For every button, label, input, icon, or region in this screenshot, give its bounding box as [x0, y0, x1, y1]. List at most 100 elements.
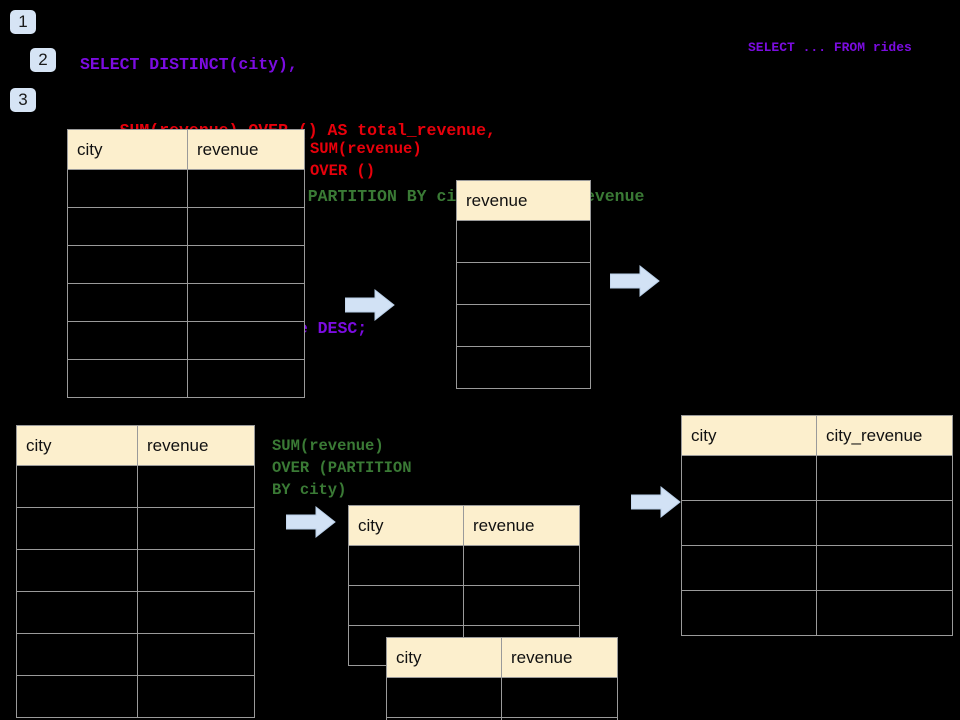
- table-row: [456, 304, 591, 347]
- arrow-right-icon-top-1: [345, 288, 395, 322]
- table-row: [67, 283, 305, 322]
- table-cell: [187, 283, 305, 322]
- table-row: [67, 245, 305, 284]
- table-header-row: city revenue: [386, 637, 618, 678]
- table-cell: [67, 245, 188, 284]
- table-cell: [681, 590, 817, 636]
- table-cell: [67, 169, 188, 208]
- table-header-row: city revenue: [348, 505, 580, 546]
- column-header-city: city: [16, 425, 138, 466]
- table-cell: [16, 633, 138, 676]
- table-row: [16, 591, 255, 634]
- column-header-revenue: revenue: [456, 180, 591, 221]
- table-cell: [386, 677, 502, 718]
- table-cell: [456, 346, 591, 389]
- table-cell: [187, 359, 305, 398]
- table-cell: [137, 549, 255, 592]
- table-header-row: city revenue: [16, 425, 255, 466]
- table-cell: [456, 262, 591, 305]
- arrow-right-icon-bottom-2: [631, 485, 681, 519]
- table-row: [16, 633, 255, 676]
- column-header-city: city: [67, 129, 188, 170]
- table-cell: [348, 545, 464, 586]
- table-cell: [816, 590, 953, 636]
- table-row: [456, 346, 591, 389]
- table-row: [681, 500, 953, 546]
- table-cell: [137, 675, 255, 718]
- table-header-row: city revenue: [67, 129, 305, 170]
- table-cell: [463, 585, 580, 626]
- table-rides-bottom: city revenue: [16, 425, 255, 718]
- arrow-right-icon-bottom-1: [286, 505, 336, 539]
- table-row: [16, 507, 255, 550]
- table-cell: [816, 455, 953, 501]
- step-badge-2: 2: [30, 48, 56, 72]
- table-cell: [816, 500, 953, 546]
- table-cell: [67, 207, 188, 246]
- table-cell: [137, 591, 255, 634]
- table-cell: [67, 359, 188, 398]
- table-cell: [187, 245, 305, 284]
- table-row: [16, 465, 255, 508]
- table-cell: [456, 304, 591, 347]
- table-cell: [187, 169, 305, 208]
- step-badge-3: 3: [10, 88, 36, 112]
- table-cell: [16, 675, 138, 718]
- table-cell: [463, 545, 580, 586]
- table-cell: [137, 465, 255, 508]
- table-cell: [16, 591, 138, 634]
- column-header-revenue: revenue: [187, 129, 305, 170]
- column-header-revenue: revenue: [463, 505, 580, 546]
- table-row: [681, 455, 953, 501]
- table-rides-top: city revenue: [67, 129, 305, 398]
- table-partition-b: city revenue: [386, 637, 618, 720]
- table-cell: [137, 633, 255, 676]
- table-cell: [681, 455, 817, 501]
- table-row: [348, 545, 580, 586]
- table-cell: [16, 465, 138, 508]
- side-note-select-from-rides: SELECT ... FROM rides: [748, 40, 912, 55]
- table-cell: [681, 500, 817, 546]
- table-row: [456, 220, 591, 263]
- table-row: [456, 262, 591, 305]
- table-cell: [187, 207, 305, 246]
- table-row: [386, 677, 618, 718]
- table-row: [16, 549, 255, 592]
- table-row: [67, 169, 305, 208]
- table-row: [681, 590, 953, 636]
- table-header-row: city city_revenue: [681, 415, 953, 456]
- table-cell: [16, 507, 138, 550]
- table-cell: [456, 220, 591, 263]
- table-cell: [67, 283, 188, 322]
- table-total-revenue: revenue: [456, 180, 591, 389]
- table-cell: [16, 549, 138, 592]
- table-row: [67, 207, 305, 246]
- table-city-revenue: city city_revenue: [681, 415, 953, 636]
- table-row: [386, 717, 618, 720]
- column-header-city: city: [681, 415, 817, 456]
- table-cell: [348, 585, 464, 626]
- table-cell: [816, 545, 953, 591]
- annotation-sum-over-empty: SUM(revenue) OVER (): [310, 140, 422, 180]
- table-row: [348, 585, 580, 626]
- arrow-right-icon-top-2: [610, 264, 660, 298]
- sql-line-1: SELECT DISTINCT(city),: [80, 55, 298, 74]
- column-header-city: city: [348, 505, 464, 546]
- table-partition-a: city revenue: [348, 505, 580, 666]
- table-cell: [501, 677, 618, 718]
- table-row: [67, 321, 305, 360]
- column-header-revenue: revenue: [501, 637, 618, 678]
- table-cell: [501, 717, 618, 720]
- table-row: [681, 545, 953, 591]
- table-cell: [187, 321, 305, 360]
- table-row: [67, 359, 305, 398]
- table-cell: [67, 321, 188, 360]
- step-badge-1: 1: [10, 10, 36, 34]
- column-header-city-revenue: city_revenue: [816, 415, 953, 456]
- table-row: [16, 675, 255, 718]
- column-header-city: city: [386, 637, 502, 678]
- column-header-revenue: revenue: [137, 425, 255, 466]
- table-cell: [681, 545, 817, 591]
- annotation-sum-over-partition: SUM(revenue) OVER (PARTITION BY city): [272, 437, 412, 499]
